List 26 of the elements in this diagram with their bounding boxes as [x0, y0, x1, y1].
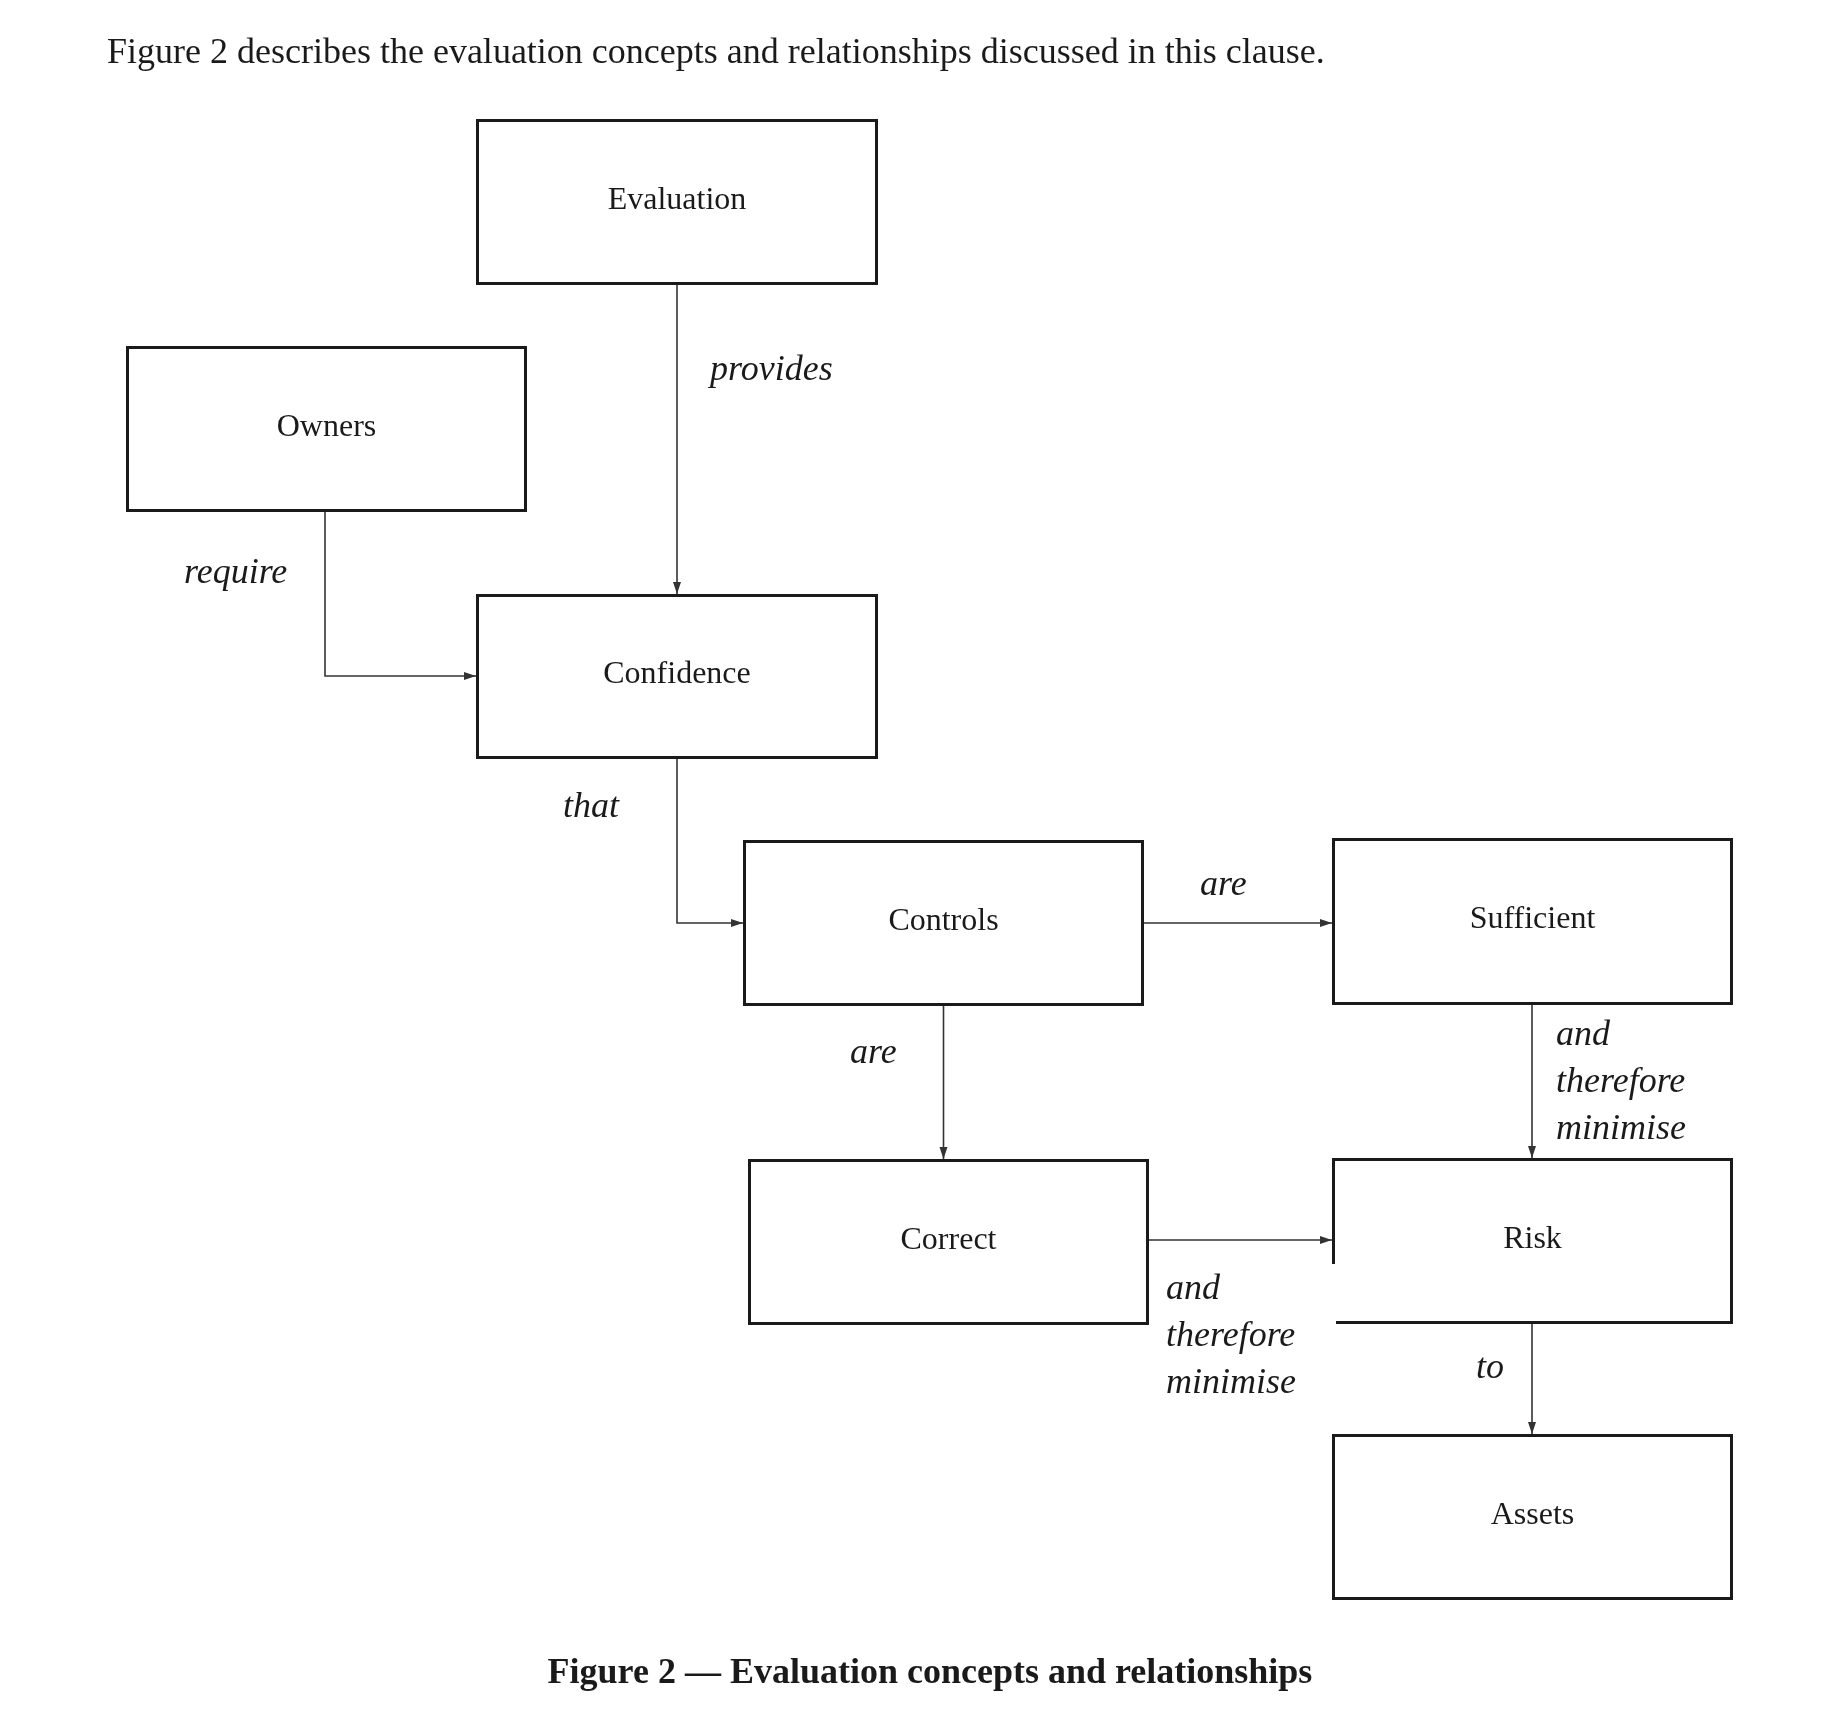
box-label: Correct [900, 1219, 997, 1257]
arrow [676, 758, 744, 927]
concept-box [476, 119, 878, 285]
figure-caption: Figure 2 — Evaluation concepts and relationships [546, 1650, 1314, 1692]
concept-box [743, 840, 1144, 1006]
intro-text: Figure 2 describes the evaluation concepts and relationships discussed in this clause. [107, 30, 1325, 72]
arrow [1528, 1323, 1536, 1435]
concept-box [126, 346, 527, 512]
box-label: Assets [1490, 1494, 1575, 1532]
arrow [673, 284, 681, 595]
box-label: Controls [888, 900, 999, 938]
box-label: Evaluation [607, 179, 747, 217]
concept-box [748, 1159, 1149, 1325]
arrow [1143, 919, 1333, 927]
arrow [1528, 1004, 1536, 1159]
box-label: Confidence [603, 654, 751, 691]
box-label: Risk [1503, 1218, 1562, 1256]
arrow [1148, 1236, 1333, 1244]
concept-box [1332, 838, 1733, 1005]
concept-box [476, 594, 878, 759]
concept-box [1332, 1158, 1733, 1324]
arrow [324, 511, 477, 680]
arrow [939, 1005, 948, 1160]
concept-box [1332, 1434, 1733, 1600]
box-label: Sufficient [1469, 899, 1596, 936]
box-label: Owners [276, 406, 377, 444]
